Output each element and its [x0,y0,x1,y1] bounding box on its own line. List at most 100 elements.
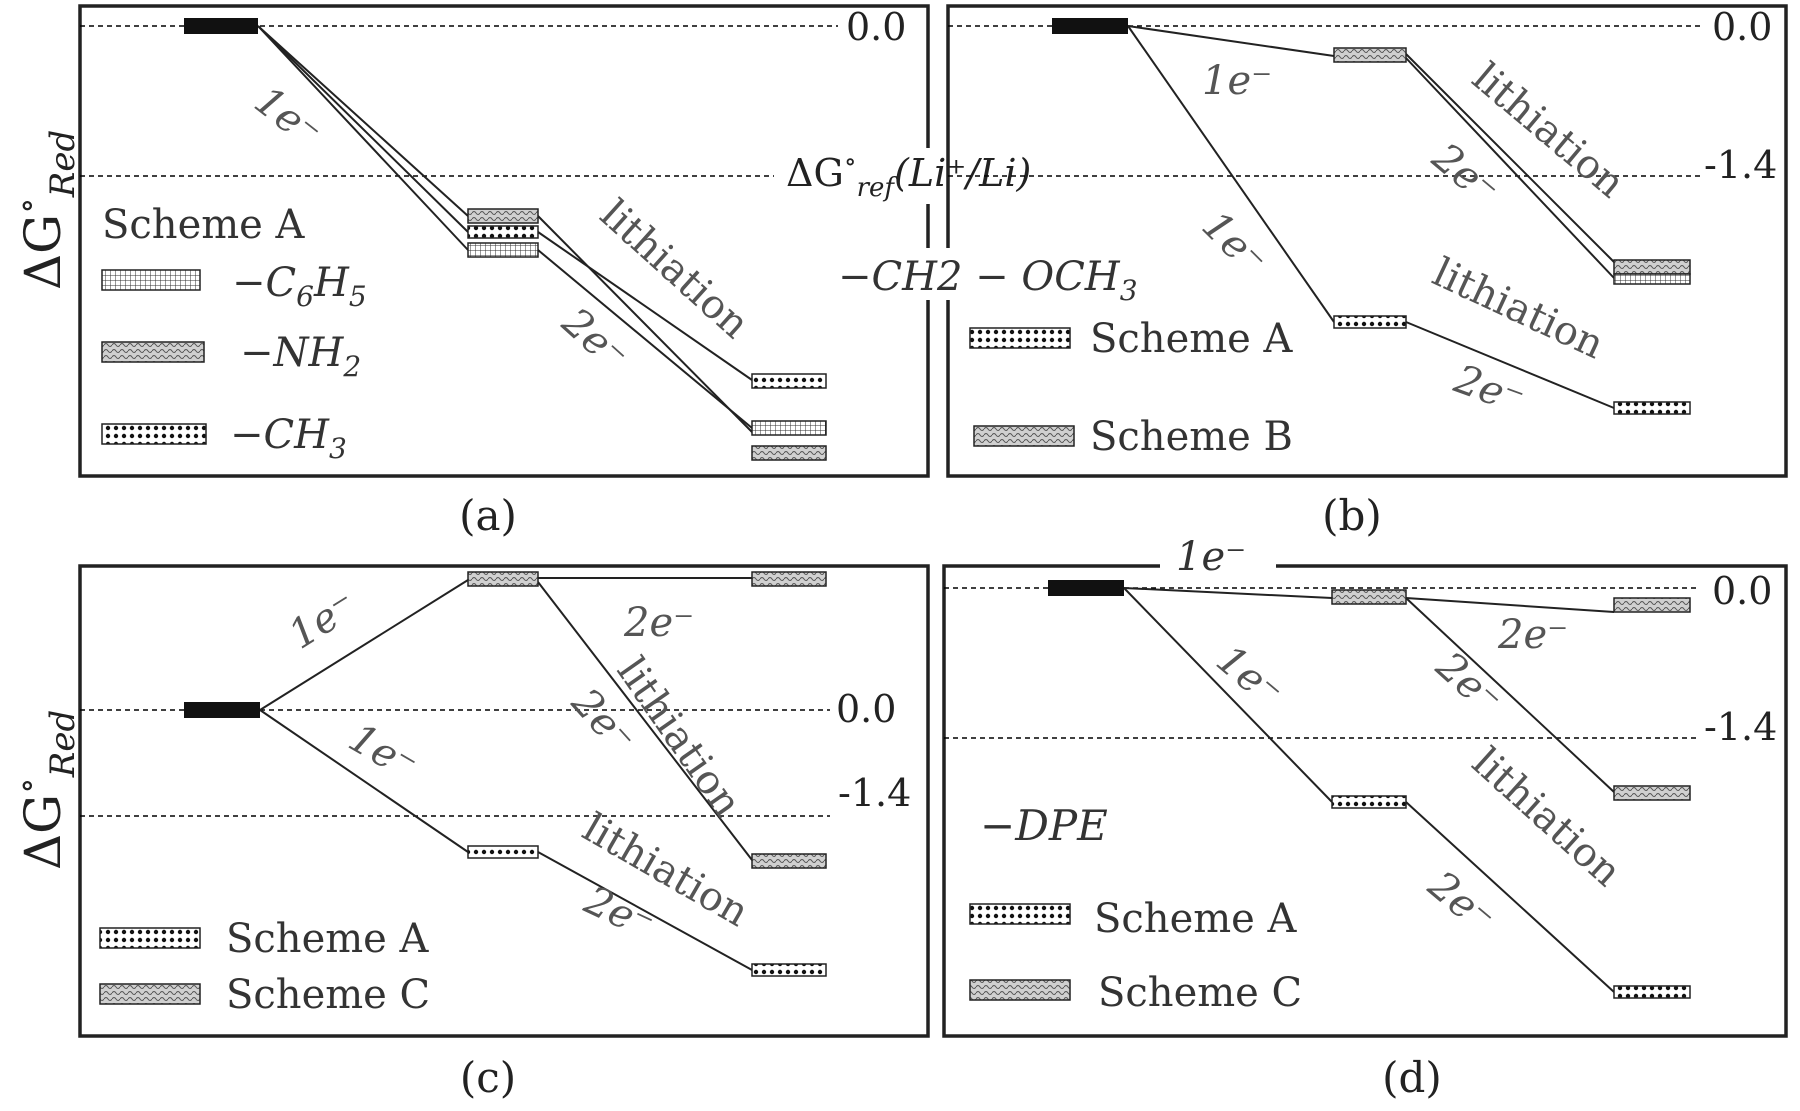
panel-a-level-c6h5-end [751,420,827,436]
panel-a-legend-swatch-c6h5 [101,269,201,291]
y-axis-title-top: ΔG∘Red [7,130,83,290]
panel-a-path [537,231,753,381]
panel-a-path [537,215,753,433]
panel-b: 0.0 -1.4 1e⁻ lithiation 2e⁻ 1e⁻ lithiati… [834,4,1788,540]
panel-b-start-level [1052,18,1128,34]
panel-d-path [1405,597,1615,613]
panel-a-path [257,25,469,233]
panel-b-lithiation-label-bottom: lithiation [1426,249,1611,368]
panel-b-legend-label-a: Scheme A [1090,316,1294,362]
panel-a-path [257,25,469,217]
panel-a-level-nh2-end [751,445,827,461]
panel-a-level-ch3-mid [467,225,539,239]
panel-a-legend-label-nh2: −NH2 [240,330,361,383]
panel-c-path [259,709,469,853]
panel-a-legend-swatch-nh2 [101,341,205,363]
panel-c-legend-label-c: Scheme C [226,972,430,1018]
panel-b-caption: (b) [1322,491,1382,540]
panel-c-level-scheme-a-end [751,963,827,977]
panel-d-caption: (d) [1382,1053,1442,1102]
panel-d-path [1405,597,1615,793]
panel-d-level-scheme-c-mid [1331,589,1407,605]
panel-b-path [1405,321,1615,409]
panel-d-path [1123,587,1333,803]
panel-c-path [537,581,753,861]
panel-b-frame [946,4,1788,478]
panel-b-level-scheme-a-mid [1333,315,1407,329]
panel-a-level-c6h5-mid [467,242,539,258]
panel-c-path [259,579,469,711]
panel-b-1e-label-top: 1e⁻ [1202,58,1272,104]
panel-d-1e-label: 1e⁻ [1208,636,1291,716]
panel-a-path [537,249,753,429]
panel-b-path [1127,25,1335,323]
panel-d-legend-label-c: Scheme C [1098,970,1302,1016]
panel-b-level-scheme-b-mid [1333,47,1407,63]
panel-b-1e-label-bottom: 1e⁻ [1193,203,1275,285]
panel-b-level-scheme-b-end-2 [1613,273,1691,285]
panel-d-substituent-label: −DPE [980,801,1108,850]
panel-c-caption: (c) [460,1053,516,1102]
panel-c-2e-label-down: 2e⁻ [577,877,661,949]
panel-b-path [1405,53,1615,263]
panel-d-zero-label: 0.0 [1712,569,1772,613]
panel-a-level-ch3-end [751,373,827,389]
panel-c-legend-swatch-a [99,927,201,949]
panel-d-level-scheme-c-lith [1613,785,1691,801]
panel-a-legend-swatch-ch3 [101,423,207,445]
panel-a-2e-label: 2e⁻ [553,299,637,381]
panel-c-level-scheme-c-top-end [751,571,827,587]
panel-d-2e-label-bottom: 2e⁻ [1419,862,1503,943]
panel-b-path [1127,25,1335,57]
panel-b-legend-swatch-a [969,327,1071,349]
panel-a-ref-label: ΔG∘ref(Li⁺/Li) [786,147,1031,203]
panel-c-paths [259,577,753,971]
panel-a-caption: (a) [459,491,517,540]
panel-a-legend-label-ch3: −CH3 [230,412,347,465]
panel-b-zero-label: 0.0 [1712,5,1772,49]
panel-d-legend-label-a: Scheme A [1094,896,1298,942]
panel-b-substituent-label: −CH2 − OCH3 [838,254,1138,307]
panel-a-path [257,25,469,251]
panel-b-paths [1127,25,1615,409]
panel-a-level-nh2-mid [467,208,539,224]
panel-b-2e-label-top: 2e⁻ [1423,134,1507,215]
panel-d-top-label-bg [1160,552,1276,580]
y-axis-title-bottom: ΔG∘Red [7,710,83,870]
panel-c-2e-label-up: 2e⁻ [623,600,694,646]
panel-d-path [1123,587,1333,599]
panel-b-level-scheme-a-end [1613,401,1691,415]
panel-c-start-level [184,702,260,718]
panel-a-legend-label-c6h5: −C6H5 [232,260,367,313]
panel-d-level-scheme-a-end [1613,985,1691,999]
panel-d-start-level [1048,580,1124,596]
panel-b-path [1405,57,1615,279]
panel-a-start-level [184,18,258,34]
panel-d: 1e⁻ 0.0 -1.4 1e⁻ 2e⁻ 2e⁻ lithiation 2e⁻ … [942,534,1788,1102]
panel-b-2e-label-bottom: 2e⁻ [1448,356,1531,424]
panel-b-legend-swatch-b [973,425,1075,447]
panel-c-legend-label-a: Scheme A [226,916,430,962]
panel-d-path [1405,801,1615,993]
panel-b-substituent-bg [834,248,1184,300]
panel-c-1e-label-up: 1e⁻ [281,582,365,658]
panel-b-level-scheme-b-end-1 [1613,259,1691,275]
panel-d-2e-label-top: 2e⁻ [1497,612,1568,658]
panel-d-level-scheme-a-mid [1331,795,1407,809]
panel-c-zero-label: 0.0 [836,687,896,731]
panel-c-level-scheme-a-mid [467,845,539,859]
panel-d-level-scheme-c-end [1613,597,1691,613]
panel-b-legend-label-b: Scheme B [1090,414,1293,460]
panel-c-legend-swatch-c [99,983,201,1005]
panel-c-frame [78,564,930,1038]
panel-d-top-label: 1e⁻ [1176,534,1246,580]
panel-d-lithiation-label: lithiation [1463,739,1630,895]
panel-d-paths [1123,587,1615,993]
panel-c-path [537,851,753,971]
panel-a-lithiation-label: lithiation [591,191,758,347]
panel-d-ref-label: -1.4 [1704,705,1777,749]
panel-d-legend-swatch-a [969,903,1071,925]
panel-c-level-scheme-c-end [751,853,827,869]
panel-d-legend-swatch-c [969,979,1071,1001]
